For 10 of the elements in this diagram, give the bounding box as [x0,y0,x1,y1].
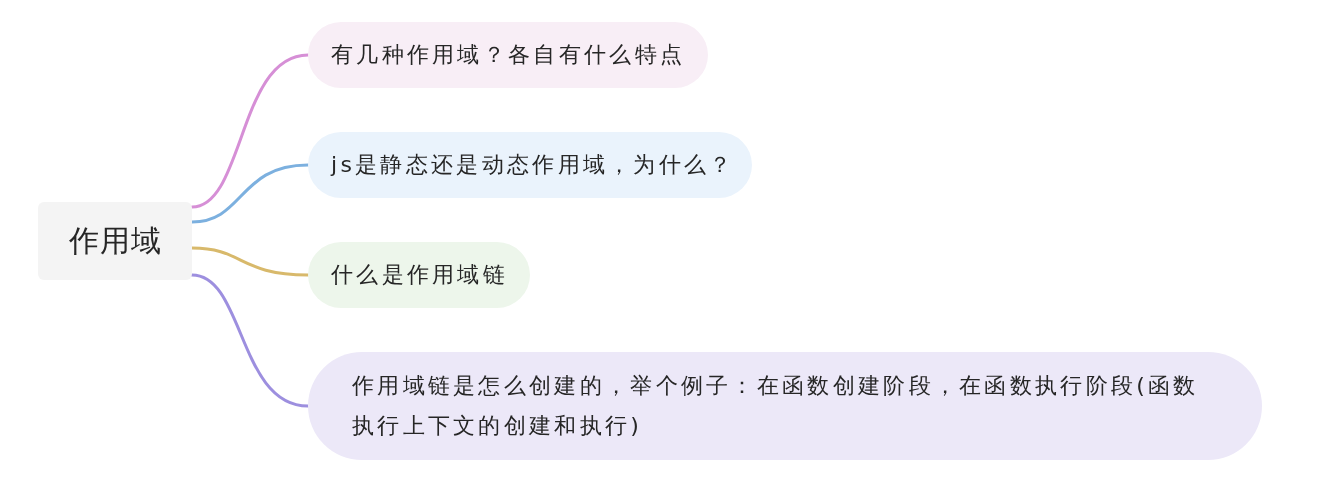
topic-text: 作用域链是怎么创建的，举个例子：在函数创建阶段，在函数执行阶段(函数执行上下文的创建和执行) [352,372,1200,440]
branch-connector [190,53,310,209]
central-topic-box [38,202,192,280]
topic-text: 有几种作用域？各自有什么特点 [331,41,686,69]
topic-text: js是静态还是动态作用域，为什么？ [331,151,735,179]
topic-text: 什么是作用域链 [331,261,509,289]
branch-connector [190,163,310,224]
branch-connector [190,273,310,408]
central-topic-text: 作用域 [68,223,162,259]
branch-connector [190,246,310,277]
